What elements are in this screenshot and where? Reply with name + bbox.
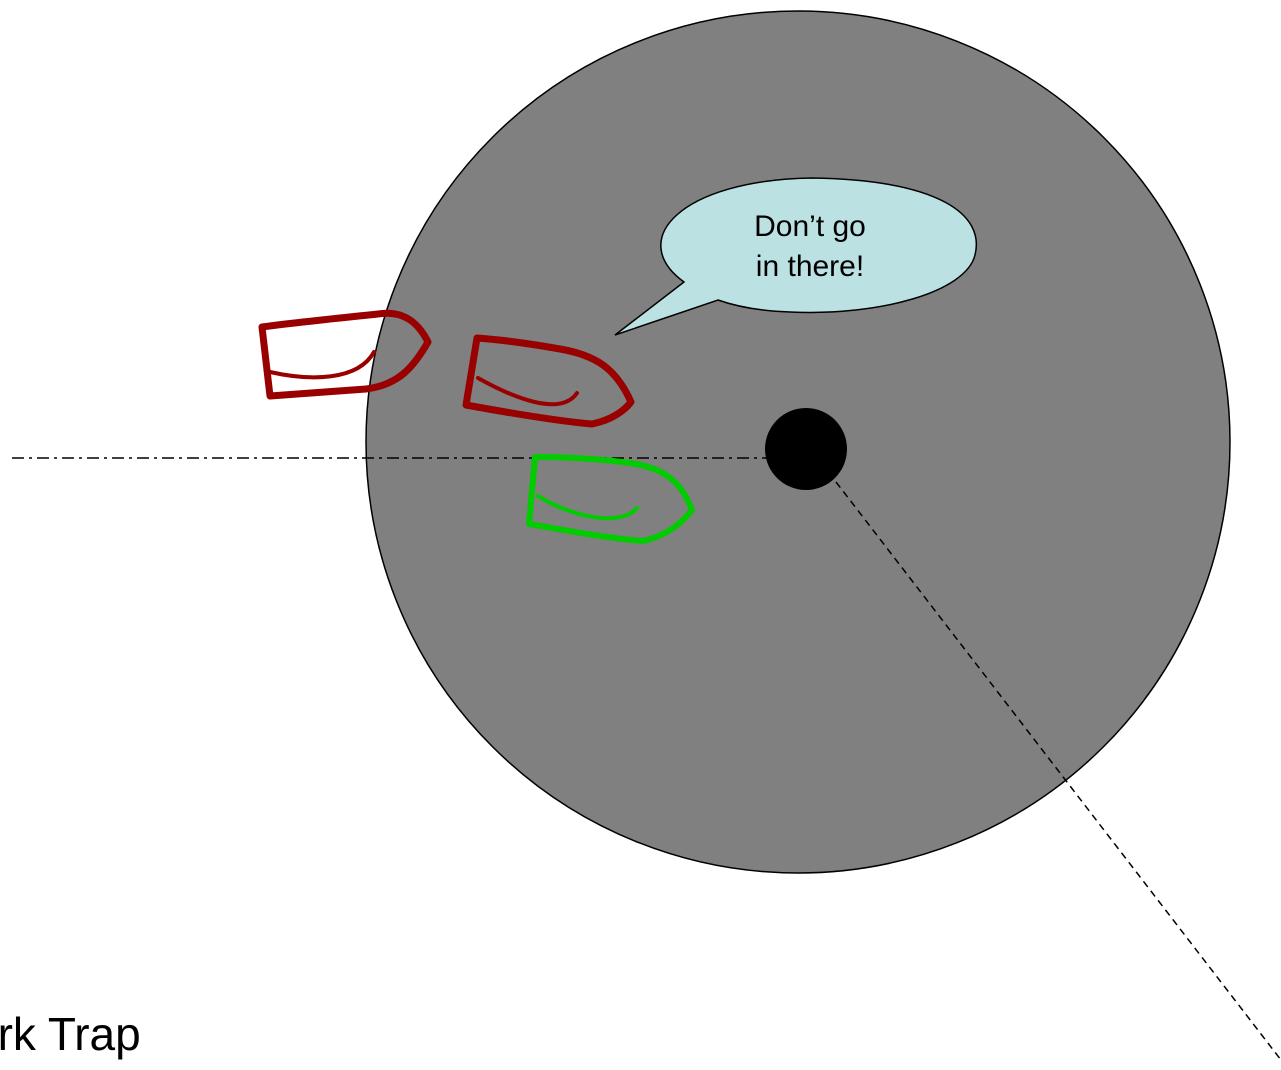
- warned-boat-outer: [258, 309, 432, 400]
- speech-bubble-text: Don’t go in there!: [700, 207, 920, 287]
- dashed-line: [835, 481, 1281, 1061]
- speech-bubble-line-2: in there!: [755, 250, 865, 283]
- speech-bubble: [614, 177, 977, 336]
- warned-boat-inner: [462, 334, 635, 428]
- mark: [765, 408, 847, 490]
- safe-boat: [526, 454, 695, 544]
- speech-bubble-line-1: Don’t go: [754, 210, 866, 243]
- caption-text: ark Trap: [0, 1008, 141, 1060]
